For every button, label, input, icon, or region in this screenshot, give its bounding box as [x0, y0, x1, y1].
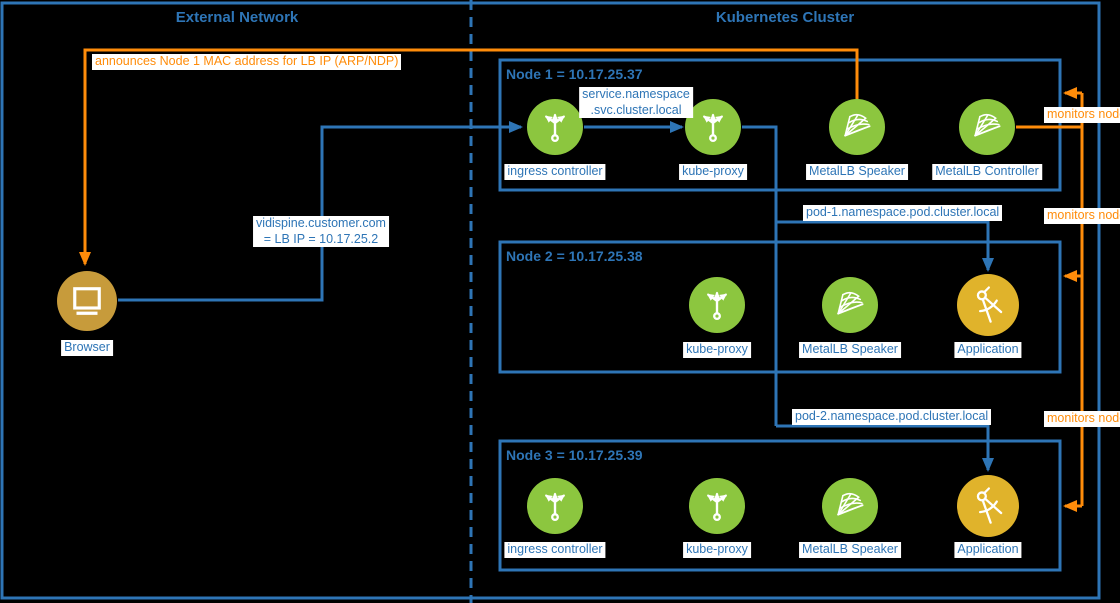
trident-icon — [698, 487, 736, 525]
monitor-icon — [66, 280, 108, 322]
node1-title: Node 1 = 10.17.25.37 — [506, 66, 643, 82]
edge-kubeproxy-trunk — [742, 125, 778, 426]
node1-kube-proxy-label: kube-proxy — [679, 164, 747, 180]
trident-icon — [694, 108, 732, 146]
node3-application-icon — [957, 475, 1019, 537]
node1-metallb-controller-icon — [959, 99, 1015, 155]
edge-speaker-announce-to-browser — [79, 48, 859, 266]
node3-box — [498, 439, 1062, 572]
node2-application-label: Application — [954, 342, 1022, 358]
node2-box — [498, 240, 1062, 374]
edge-pod1-to-application — [776, 220, 994, 272]
browser-label: Browser — [61, 340, 113, 356]
pod1-dns-edge-label: pod-1.namespace.pod.cluster.local — [803, 205, 1003, 221]
fan-icon — [968, 108, 1006, 146]
pod2-dns-edge-label: pod-2.namespace.pod.cluster.local — [792, 409, 992, 425]
vidispine-line2: = LB IP = 10.17.25.2 — [263, 231, 379, 246]
node2-title: Node 2 = 10.17.25.38 — [506, 248, 643, 264]
service-dns-edge-label: service.namespace .svc.cluster.local — [579, 87, 693, 119]
announce-edge-label: announces Node 1 MAC address for LB IP (… — [92, 54, 402, 70]
node3-metallb-speaker-label: MetalLB Speaker — [799, 542, 901, 558]
fan-icon — [831, 286, 869, 324]
node1-kube-proxy-icon — [685, 99, 741, 155]
node1-metallb-speaker-icon — [829, 99, 885, 155]
trident-icon — [536, 487, 574, 525]
node3-ingress-controller-label: ingress controller — [504, 542, 606, 558]
node3-application-label: Application — [954, 542, 1022, 558]
monitors-node3-label: monitors node — [1044, 411, 1120, 427]
node3-ingress-controller-icon — [527, 478, 583, 534]
edge-pod2-to-application — [776, 424, 994, 472]
node1-ingress-controller-label: ingress controller — [504, 164, 606, 180]
trident-icon — [536, 108, 574, 146]
vidispine-edge-label: vidispine.customer.com = LB IP = 10.17.2… — [253, 216, 389, 248]
node2-kube-proxy-label: kube-proxy — [683, 342, 751, 358]
node1-metallb-controller-label: MetalLB Controller — [932, 164, 1042, 180]
browser-icon — [57, 271, 117, 331]
trident-icon — [698, 286, 736, 324]
fan-icon — [831, 487, 869, 525]
region-title-kubernetes-cluster: Kubernetes Cluster — [715, 9, 855, 26]
monitors-node1-label: monitors node — [1044, 107, 1120, 123]
region-title-external-network: External Network — [175, 9, 299, 26]
service-dns-line1: service.namespace — [582, 87, 690, 101]
node1-metallb-speaker-label: MetalLB Speaker — [806, 164, 908, 180]
node2-application-icon — [957, 274, 1019, 336]
node2-kube-proxy-icon — [689, 277, 745, 333]
service-dns-line2: .svc.cluster.local — [590, 102, 682, 117]
node1-ingress-controller-icon — [527, 99, 583, 155]
fan-icon — [838, 108, 876, 146]
compass-icon — [967, 485, 1009, 527]
vidispine-line1: vidispine.customer.com — [256, 216, 386, 230]
node3-title: Node 3 = 10.17.25.39 — [506, 447, 643, 463]
node3-metallb-speaker-icon — [822, 478, 878, 534]
node1-box — [498, 58, 1062, 192]
node2-metallb-speaker-icon — [822, 277, 878, 333]
monitors-node2-label: monitors node — [1044, 208, 1120, 224]
node2-metallb-speaker-label: MetalLB Speaker — [799, 342, 901, 358]
diagram-border — [0, 1, 1101, 600]
node3-kube-proxy-icon — [689, 478, 745, 534]
edge-browser-to-ingress — [118, 121, 523, 302]
compass-icon — [967, 284, 1009, 326]
node3-kube-proxy-label: kube-proxy — [683, 542, 751, 558]
